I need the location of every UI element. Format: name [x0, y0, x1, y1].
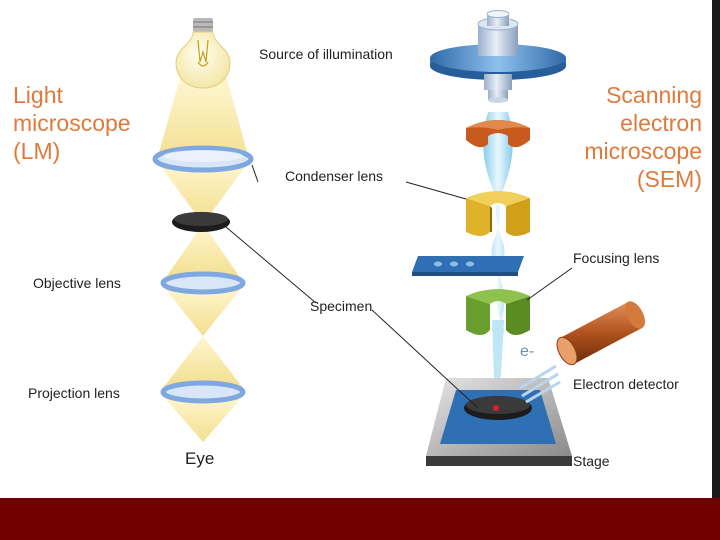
lm-condenser-lens: [155, 148, 251, 170]
sem-title-line: electron: [584, 109, 702, 137]
lm-specimen: [172, 212, 230, 232]
light-bulb-icon: [176, 18, 230, 88]
footer-bar: [0, 498, 720, 540]
label-source-of-illumination: Source of illumination: [259, 46, 393, 62]
label-condenser-lens: Condenser lens: [285, 168, 383, 184]
sem-title: Scanning electron microscope (SEM): [584, 81, 702, 193]
light-microscope: [155, 18, 251, 442]
light-cone-source: [158, 78, 248, 156]
label-electron-symbol: e-: [520, 343, 534, 361]
label-focusing-lens: Focusing lens: [573, 250, 659, 266]
right-edge-border: [712, 0, 720, 498]
electron-gun: [430, 11, 566, 104]
sem-aperture-plate: [412, 256, 524, 276]
label-objective-lens: Objective lens: [33, 275, 121, 291]
sem-title-line: Scanning: [584, 81, 702, 109]
lm-objective-lens: [163, 274, 243, 292]
label-stage: Stage: [573, 453, 610, 469]
scanning-electron-microscope: [412, 11, 649, 467]
beam-spot: [493, 405, 499, 411]
label-electron-detector: Electron detector: [573, 376, 679, 392]
sem-title-line: microscope: [584, 137, 702, 165]
microscope-comparison-diagram: [0, 0, 720, 498]
lm-projection-lens: [163, 383, 243, 401]
label-projection-lens: Projection lens: [28, 385, 120, 401]
light-cone-image: [163, 336, 243, 388]
label-specimen: Specimen: [310, 298, 372, 314]
label-eye: Eye: [185, 449, 214, 469]
lm-title-line: microscope: [13, 109, 131, 137]
lm-title-line: (LM): [13, 137, 131, 165]
lm-title: Light microscope (LM): [13, 81, 131, 165]
diagram-canvas: Light microscope (LM) Scanning electron …: [0, 0, 720, 498]
sem-title-line: (SEM): [584, 165, 702, 193]
lm-title-line: Light: [13, 81, 131, 109]
sem-stage: [426, 378, 572, 466]
electron-detector-icon: [553, 298, 649, 368]
